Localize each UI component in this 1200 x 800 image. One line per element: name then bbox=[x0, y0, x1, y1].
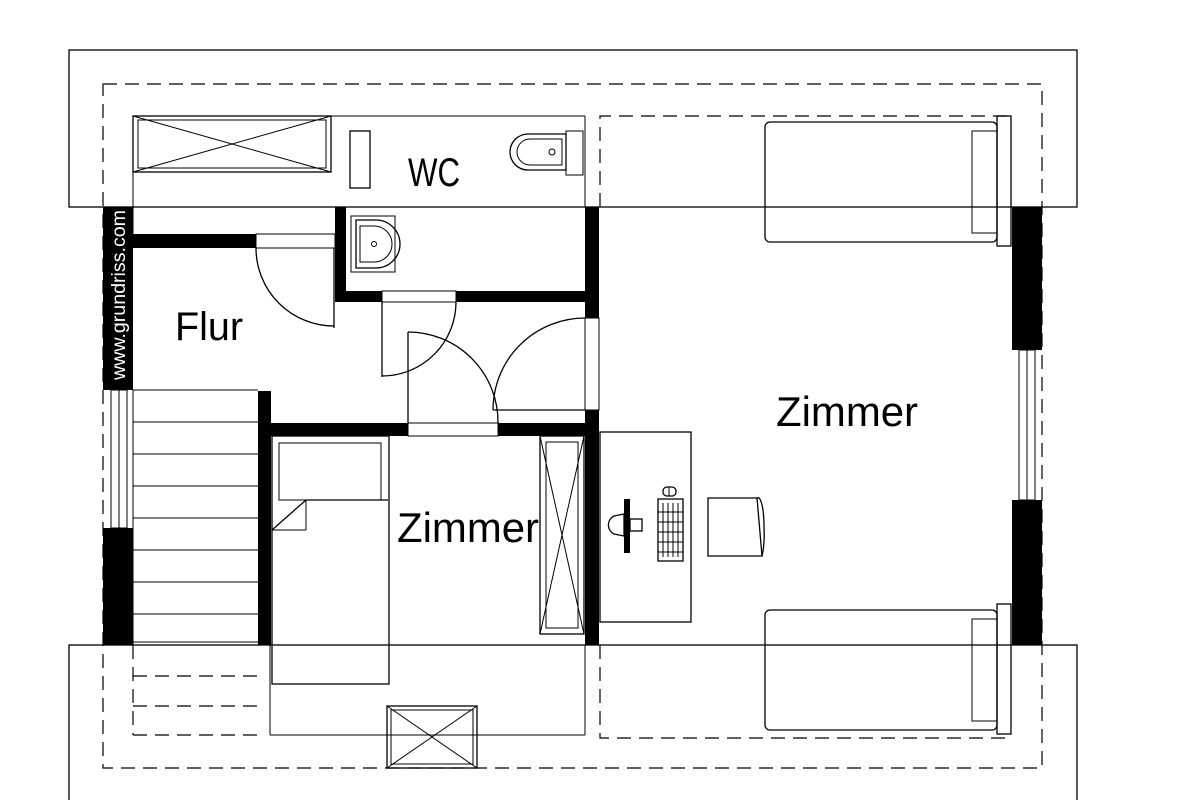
door-flur bbox=[255, 233, 336, 328]
wall-room-top-b bbox=[498, 423, 585, 436]
door-large-room bbox=[492, 317, 600, 411]
bed-top bbox=[764, 115, 1012, 247]
window-left bbox=[110, 389, 128, 529]
staircase bbox=[132, 389, 258, 645]
room-label-zimmer-small: Zimmer bbox=[397, 504, 539, 551]
wall-room-top-a bbox=[271, 423, 408, 436]
bed-small-room bbox=[271, 435, 390, 685]
wall-left-lower bbox=[103, 528, 133, 645]
wall-right-upper bbox=[1012, 207, 1042, 350]
room-label-zimmer-large: Zimmer bbox=[776, 388, 918, 435]
sink bbox=[350, 215, 401, 273]
toilet bbox=[509, 130, 584, 176]
computer-monitor bbox=[607, 499, 643, 553]
windows bbox=[110, 349, 1036, 529]
wall-center-lower bbox=[585, 410, 599, 645]
wall-stair-right bbox=[258, 391, 271, 645]
wall-bath-bottom-b bbox=[456, 291, 585, 302]
door-bath bbox=[381, 290, 457, 377]
desk bbox=[599, 431, 692, 623]
skylight-bottom bbox=[386, 705, 478, 769]
roof-slope-dashed-lines bbox=[102, 83, 1043, 769]
keyboard bbox=[657, 498, 684, 562]
walls bbox=[103, 207, 1042, 645]
wall-cabinet-wc bbox=[349, 130, 371, 189]
room-label-flur: Flur bbox=[175, 305, 243, 349]
desk-chair bbox=[707, 496, 765, 557]
wall-right-lower bbox=[1012, 500, 1042, 645]
room-label-wc: WC bbox=[408, 151, 460, 195]
wall-flur-top bbox=[133, 234, 256, 248]
wall-left-upper bbox=[103, 207, 133, 390]
computer-mouse bbox=[662, 486, 677, 497]
bed-bottom bbox=[764, 603, 1012, 735]
wall-center-upper bbox=[585, 207, 599, 318]
doors bbox=[255, 233, 600, 437]
skylight-top bbox=[132, 115, 332, 173]
wall-wc-left bbox=[335, 207, 346, 302]
wardrobe bbox=[539, 435, 585, 635]
window-right bbox=[1018, 349, 1036, 501]
roof-outline bbox=[68, 49, 1078, 800]
watermark-url: www.grundriss.com bbox=[109, 210, 130, 381]
wall-bath-bottom-a bbox=[346, 291, 382, 302]
door-small-room bbox=[407, 331, 499, 437]
